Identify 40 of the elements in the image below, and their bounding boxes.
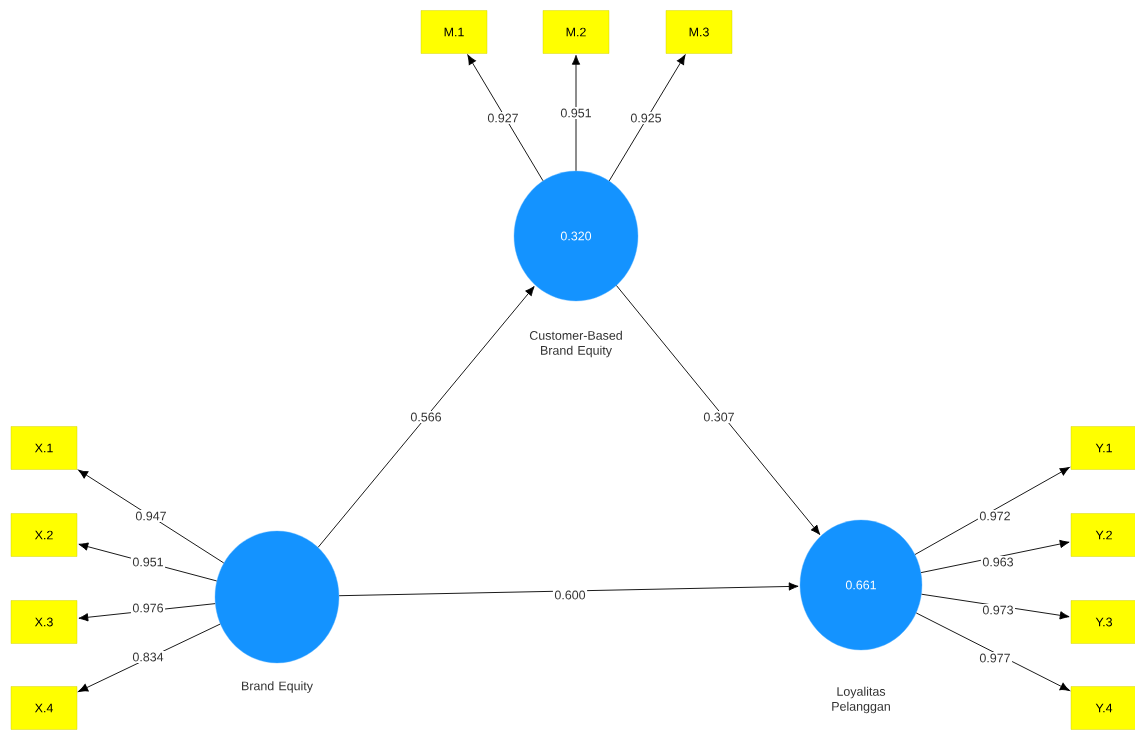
edge-label: 0.977 [977,652,1013,664]
arrow [467,54,544,182]
node-label: Customer-Based Brand Equity [529,330,622,358]
edge-label: 0.951 [130,556,166,568]
edge-label: 0.927 [485,112,521,124]
arrow [920,539,1070,574]
arrow [914,467,1070,555]
arrow [616,285,821,535]
indicator-box: M.2 [542,10,610,54]
indicator-box: X.2 [10,513,78,557]
arrow [608,54,686,182]
arrow [317,286,535,548]
edge-label: 0.566 [408,411,444,423]
edge-label: 0.925 [628,112,664,124]
edge-label: 0.951 [558,107,594,119]
node-label: Brand Equity [242,681,313,693]
indicator-box: Y.3 [1070,600,1135,644]
edge-label: 0.972 [977,510,1013,522]
indicator-box: Y.2 [1070,513,1135,557]
indicator-box: M.1 [420,10,488,54]
indicator-box: Y.4 [1070,686,1135,730]
arrow [571,54,581,172]
indicator-box: X.1 [10,426,78,470]
arrow [78,469,225,564]
indicator-box: Y.1 [1070,426,1135,470]
arrow [921,593,1070,620]
edge-label: 0.600 [552,589,588,601]
indicator-box: M.3 [665,10,733,54]
arrow [915,612,1070,691]
edge-label: 0.834 [130,651,166,663]
edge-label: 0.973 [980,604,1016,616]
indicator-box: X.3 [10,600,78,644]
arrow [338,582,799,597]
edge-label: 0.307 [701,411,737,423]
edge-label: 0.947 [133,510,169,522]
indicator-box: X.4 [10,686,78,730]
edge-label: 0.976 [130,602,166,614]
arrow [78,623,221,692]
node-label: Loyalitas Pelanggan [832,686,890,714]
edge-label: 0.963 [980,556,1016,568]
